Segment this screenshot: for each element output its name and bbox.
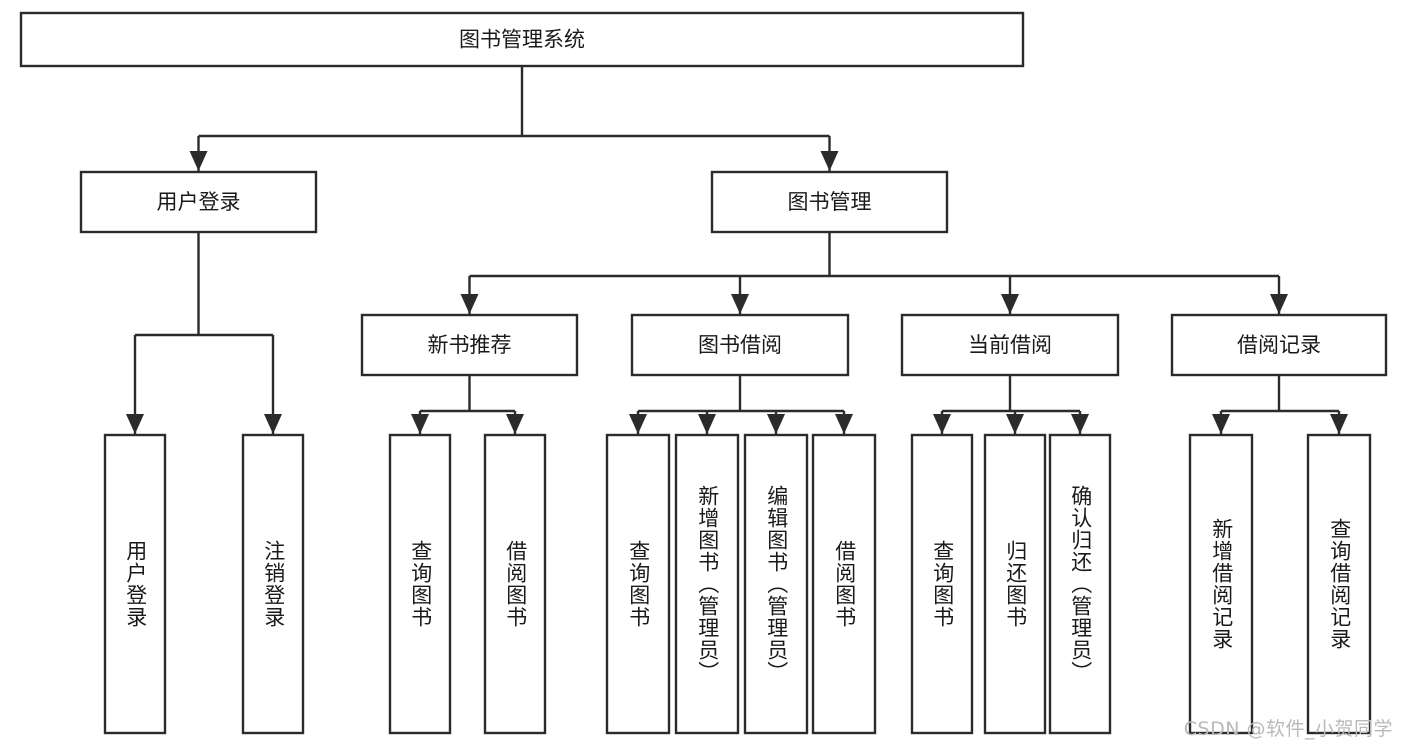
arrow-head (126, 414, 144, 434)
node-level3-box[interactable] (900, 313, 1120, 377)
node-leaf-box[interactable] (743, 433, 809, 735)
node-level3-box[interactable] (630, 313, 850, 377)
node-root-box[interactable] (19, 11, 1025, 68)
node-level3-label: 当前借阅 (968, 333, 1052, 357)
arrow-head (460, 294, 479, 314)
arrow-head (1001, 294, 1019, 314)
arrow-head (820, 151, 839, 171)
node-leaf-box[interactable] (910, 433, 974, 735)
node-leaf-box[interactable] (103, 433, 167, 735)
arrow-head (1071, 414, 1089, 434)
arrow-head (629, 414, 647, 434)
node-level3-label: 图书借阅 (698, 333, 782, 357)
node-leaf-box[interactable] (1188, 433, 1254, 735)
node-level3-label: 新书推荐 (428, 333, 512, 357)
node-level2-box[interactable] (79, 170, 318, 234)
arrow-head (264, 414, 282, 434)
arrow-head (1006, 414, 1024, 434)
arrow-head (1212, 414, 1230, 434)
arrow-head (411, 414, 429, 434)
arrow-head (506, 414, 524, 434)
node-level3-box[interactable] (360, 313, 579, 377)
node-leaf-box[interactable] (483, 433, 547, 735)
node-leaf-box[interactable] (605, 433, 671, 735)
node-box-layer (19, 11, 1388, 735)
node-leaf-box[interactable] (1048, 433, 1112, 735)
arrow-head (835, 414, 853, 434)
node-leaf-box[interactable] (388, 433, 452, 735)
node-leaf-box[interactable] (1306, 433, 1372, 735)
node-leaf-box[interactable] (983, 433, 1047, 735)
node-level2-box[interactable] (710, 170, 949, 234)
arrow-head (731, 294, 749, 314)
arrow-head (189, 151, 208, 171)
arrow-head (1330, 414, 1348, 434)
node-level3-label: 借阅记录 (1237, 333, 1321, 357)
node-leaf-box[interactable] (811, 433, 877, 735)
node-leaf-box[interactable] (674, 433, 740, 735)
arrow-head (933, 414, 951, 434)
connector-layer (126, 66, 1348, 434)
arrow-head (698, 414, 716, 434)
watermark-text: CSDN @软件_小贺同学 (1183, 718, 1393, 740)
arrow-head (1270, 294, 1288, 314)
node-level2-label: 图书管理 (788, 190, 872, 214)
arrow-head (767, 414, 785, 434)
node-level2-label: 用户登录 (157, 190, 241, 214)
node-root-label: 图书管理系统 (459, 28, 585, 52)
node-leaf-box[interactable] (241, 433, 305, 735)
node-level3-box[interactable] (1170, 313, 1388, 377)
